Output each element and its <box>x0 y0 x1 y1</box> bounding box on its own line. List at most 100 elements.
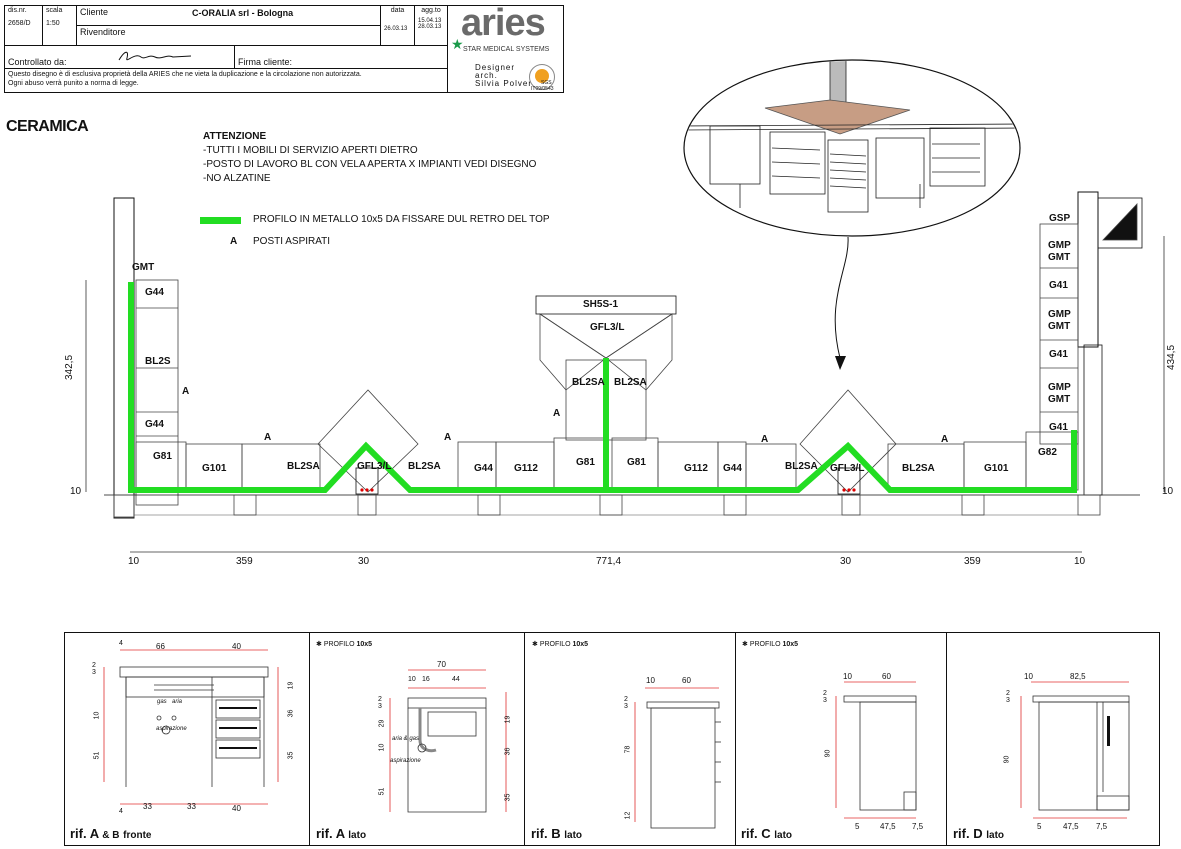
label-bl2sa-4: BL2SA <box>902 463 935 474</box>
dim-bottom-3: 30 <box>358 556 370 567</box>
perspective-view <box>683 59 1021 370</box>
label-g41-1: G41 <box>1049 280 1068 291</box>
p4-left-3: 90 <box>824 749 832 758</box>
label-g44-d: G44 <box>723 463 742 474</box>
p1-bottom-1: 4 <box>119 808 123 815</box>
detail-front-drawing <box>103 649 279 805</box>
data-cell: data 26.03.13 <box>381 6 415 46</box>
cliente-cell: Cliente C-ORALIA srl - Bologna <box>77 6 381 26</box>
scala-cell: scala 1:50 <box>43 6 77 46</box>
agg-value-1: 15.04.13 <box>418 18 442 24</box>
legend-profile-text: PROFILO IN METALLO 10x5 DA FISSARE DUL R… <box>253 214 550 225</box>
cliente-value: C-ORALIA srl - Bologna <box>192 8 294 18</box>
p1-left-4: 51 <box>93 751 101 760</box>
firma-label: Firma cliente: <box>238 57 293 67</box>
p1-bottom-4: 40 <box>232 804 241 813</box>
p3-left-4: 12 <box>624 811 632 820</box>
p3-left-3: 78 <box>624 745 632 754</box>
brand-logo: aries <box>461 2 546 44</box>
label-bl2sa-top-2: BL2SA <box>614 377 647 388</box>
p5-bottom-2: 47,5 <box>1063 822 1079 831</box>
label-g41-2: G41 <box>1049 349 1068 360</box>
label-gfl-right: GFL3/L <box>830 463 865 474</box>
label-bl2sa-3: BL2SA <box>785 461 818 472</box>
data-label: data <box>390 7 405 14</box>
p2-right-1: 19 <box>504 715 512 724</box>
agg-value-2: 28.03.13 <box>418 24 442 30</box>
p2-left-4: 10 <box>378 743 386 752</box>
p5-top-1: 10 <box>1024 672 1033 681</box>
p2-top-3: 16 <box>422 676 430 683</box>
label-gsp: GSP <box>1049 213 1071 224</box>
p4-bottom-3: 7,5 <box>912 822 924 831</box>
p5-top-2: 82,5 <box>1070 672 1086 681</box>
label-a-6: A <box>941 434 949 445</box>
label-a-1: A <box>182 386 190 397</box>
signature <box>118 51 192 61</box>
dis-nr-value: 2658/D <box>8 20 31 27</box>
label-bl2s: BL2S <box>145 356 171 367</box>
divider-1 <box>309 632 310 846</box>
dim-bottom-1: 10 <box>128 556 140 567</box>
dim-bottom-2: 359 <box>236 556 253 567</box>
label-a-5: A <box>761 434 769 445</box>
dim-bottom-4: 771,4 <box>596 556 622 567</box>
designer-block: Designer arch. Silvia Polver <box>475 64 532 88</box>
label-g101-right: G101 <box>984 463 1009 474</box>
p3-top-1: 10 <box>646 676 655 685</box>
divider-2 <box>524 632 525 846</box>
label-g81-center-1: G81 <box>576 457 595 468</box>
dim-right-height: 434,5 <box>1166 344 1177 370</box>
notice-line-2: Ogni abuso verrà punito a norma di legge… <box>8 80 139 87</box>
rivenditore-cell: Rivenditore <box>77 26 381 46</box>
p2-aria-gas: aria & gas <box>392 736 420 742</box>
p1-title: rif. A & B fronte <box>70 826 152 841</box>
p2-asterisk: ✱ PROFILO 10x5 <box>316 641 373 648</box>
label-gmt-3: GMT <box>1048 394 1071 405</box>
label-g44-c: G44 <box>474 463 493 474</box>
p2-title: rif. A lato <box>316 826 367 841</box>
p1-gas: gas <box>157 699 167 705</box>
label-gfl-left: GFL3/L <box>357 461 392 472</box>
notes-heading: ATTENZIONE <box>203 131 267 142</box>
p2-right-3: 35 <box>504 793 512 802</box>
detail-panels <box>64 632 1160 846</box>
label-a-2: A <box>264 432 272 443</box>
p4-top-1: 10 <box>843 672 852 681</box>
title-block: dis.nr. 2658/D scala 1:50 Cliente C-ORAL… <box>4 2 564 93</box>
p1-aspirazione: aspirazione <box>156 726 187 732</box>
dim-bottom-7: 10 <box>1074 556 1086 567</box>
notes-line-2: -POSTO DI LAVORO BL CON VELA APERTA X IM… <box>203 159 537 170</box>
label-bl2sa-1: BL2SA <box>287 461 320 472</box>
agg-cell: agg.to 15.04.13 28.03.13 <box>415 6 448 46</box>
controllato-cell: Controllato da: <box>5 46 235 68</box>
cert-code: IT09/0543 <box>531 86 554 92</box>
dis-nr-cell: dis.nr. 2658/D <box>5 6 43 46</box>
dis-nr-label: dis.nr. <box>8 7 27 14</box>
p2-right-2: 36 <box>504 747 512 756</box>
label-sh5s: SH5S-1 <box>583 299 619 310</box>
floor-plan <box>85 191 1165 553</box>
p5-bottom-3: 7,5 <box>1096 822 1108 831</box>
scala-value: 1:50 <box>46 20 60 27</box>
label-g82: G82 <box>1038 447 1057 458</box>
notes-block: ATTENZIONE -TUTTI I MOBILI DI SERVIZIO A… <box>203 130 536 186</box>
p3-asterisk: ✱ PROFILO 10x5 <box>532 641 589 648</box>
label-g81-left: G81 <box>153 451 172 462</box>
notice-line-1: Questo disegno è di esclusiva proprietà … <box>8 71 362 78</box>
p5-left-3: 90 <box>1003 755 1011 764</box>
notes-line-1: -TUTTI I MOBILI DI SERVIZIO APERTI DIETR… <box>203 145 418 156</box>
data-value: 26.03.13 <box>384 26 408 32</box>
p3-top-2: 60 <box>682 676 691 685</box>
p4-bottom-1: 5 <box>855 822 860 831</box>
detail-side-b-drawing <box>634 687 721 829</box>
label-gfl-top: GFL3/L <box>590 322 625 333</box>
label-bl2sa-2: BL2SA <box>408 461 441 472</box>
p1-top-1: 4 <box>119 640 123 647</box>
brand-subtitle: STAR MEDICAL SYSTEMS <box>463 46 550 53</box>
p2-top-4: 44 <box>452 676 460 683</box>
detail-side-c-drawing <box>835 681 917 819</box>
label-a-3: A <box>444 432 452 443</box>
